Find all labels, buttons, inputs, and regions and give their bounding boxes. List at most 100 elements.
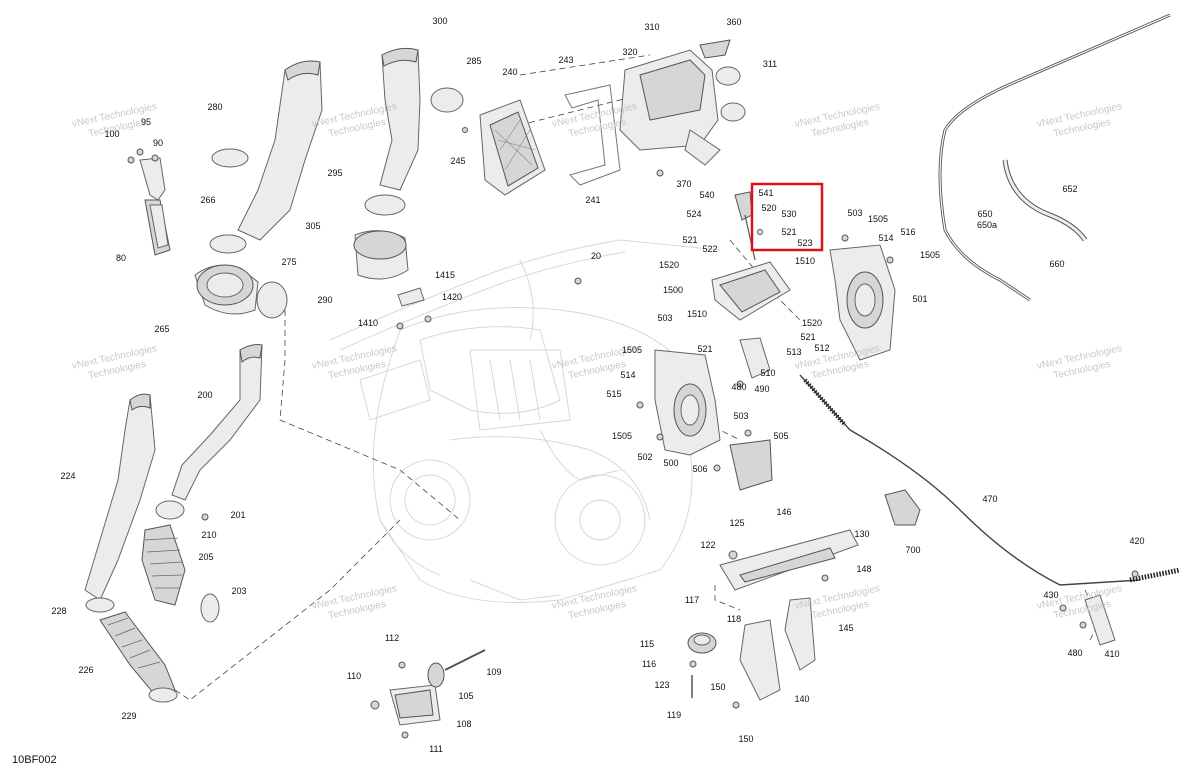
intake-duct-right	[353, 47, 464, 280]
callout-524: 524	[686, 209, 701, 219]
callout-90: 90	[153, 138, 163, 148]
callout-480: 480	[1067, 648, 1082, 658]
callout-1520: 1520	[802, 318, 822, 328]
callout-650: 650	[977, 209, 992, 219]
callout-502: 502	[637, 452, 652, 462]
callout-1505: 1505	[920, 250, 940, 260]
callout-503: 503	[847, 208, 862, 218]
callout-513: 513	[786, 347, 801, 357]
callout-115: 115	[640, 639, 654, 649]
intake-duct-left	[194, 60, 323, 319]
callout-523: 523	[797, 238, 812, 248]
callout-503: 503	[733, 411, 748, 421]
small-hardware	[396, 127, 1087, 629]
callout-515: 515	[606, 389, 621, 399]
callout-100: 100	[104, 129, 119, 139]
highlight-box	[750, 182, 824, 252]
callout-514: 514	[878, 233, 893, 243]
callout-540: 540	[699, 190, 714, 200]
callout-522: 522	[702, 244, 717, 254]
callout-514: 514	[620, 370, 635, 380]
engine-ghost	[329, 239, 721, 603]
callout-1420: 1420	[442, 292, 462, 302]
callout-700: 700	[905, 545, 920, 555]
callout-203: 203	[231, 586, 246, 596]
callout-1410: 1410	[358, 318, 378, 328]
callout-505: 505	[773, 431, 788, 441]
callout-506: 506	[692, 464, 707, 474]
callout-80: 80	[116, 253, 126, 263]
callout-501: 501	[912, 294, 927, 304]
callout-20: 20	[591, 251, 601, 261]
callout-117: 117	[685, 595, 699, 605]
callout-224: 224	[60, 471, 75, 481]
vent-hoses	[938, 13, 1171, 302]
callout-265: 265	[154, 324, 169, 334]
callout-111: 111	[429, 744, 443, 754]
callout-1520: 1520	[659, 260, 679, 270]
callout-1505: 1505	[868, 214, 888, 224]
callout-503: 503	[657, 313, 672, 323]
callout-285: 285	[466, 56, 481, 66]
callout-521: 521	[800, 332, 815, 342]
callout-430: 430	[1043, 590, 1058, 600]
callout-110: 110	[347, 671, 361, 681]
callout-266: 266	[200, 195, 215, 205]
callout-521: 521	[682, 235, 697, 245]
callout-140: 140	[794, 694, 809, 704]
shifter-assembly	[654, 191, 896, 491]
engine-mount-front	[370, 649, 486, 739]
engine-mount-rear	[687, 529, 859, 709]
callout-150: 150	[710, 682, 725, 692]
callout-1505: 1505	[612, 431, 632, 441]
callout-201: 201	[230, 510, 245, 520]
callout-125: 125	[729, 518, 744, 528]
callout-410: 410	[1104, 649, 1119, 659]
lower-intake-ducts	[84, 344, 263, 703]
throttle-pedal-assembly	[127, 148, 171, 256]
bracket-700	[884, 489, 921, 526]
callout-112: 112	[385, 633, 399, 643]
airbox-assembly	[479, 39, 746, 196]
callout-290: 290	[317, 295, 332, 305]
callout-305: 305	[305, 221, 320, 231]
callout-205: 205	[198, 552, 213, 562]
callout-1505: 1505	[622, 345, 642, 355]
callout-228: 228	[51, 606, 66, 616]
callout-510: 510	[760, 368, 775, 378]
callout-148: 148	[856, 564, 871, 574]
callout-320: 320	[622, 47, 637, 57]
callout-105: 105	[458, 691, 473, 701]
callout-530: 530	[781, 209, 796, 219]
callout-240: 240	[502, 67, 517, 77]
callout-370: 370	[676, 179, 691, 189]
callout-521: 521	[781, 227, 796, 237]
callout-1510: 1510	[687, 309, 707, 319]
callout-280: 280	[207, 102, 222, 112]
callout-1510: 1510	[795, 256, 815, 266]
callout-275: 275	[281, 257, 296, 267]
callout-145: 145	[838, 623, 853, 633]
callout-512: 512	[814, 343, 829, 353]
callout-500: 500	[663, 458, 678, 468]
callout-300: 300	[432, 16, 447, 26]
callout-490: 490	[754, 384, 769, 394]
callout-123: 123	[654, 680, 669, 690]
callout-295: 295	[327, 168, 342, 178]
callout-516: 516	[900, 227, 915, 237]
shift-cable	[799, 374, 1181, 646]
callout-480: 480	[731, 382, 746, 392]
callout-210: 210	[201, 530, 216, 540]
callout-245: 245	[450, 156, 465, 166]
